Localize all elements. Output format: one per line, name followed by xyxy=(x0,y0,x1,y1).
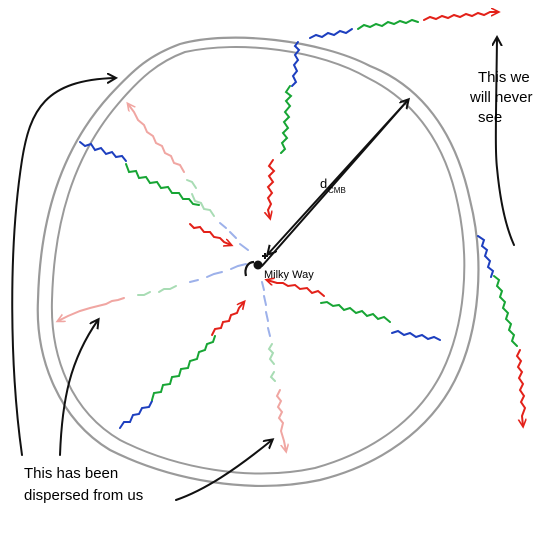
outer-loop-arrow xyxy=(11,78,115,456)
annotation-arrows xyxy=(11,38,515,501)
light-rays xyxy=(58,12,525,451)
dispersed-arrow-lower xyxy=(175,440,272,501)
dcmb-subscript: CMB xyxy=(328,186,346,195)
never-see-label-line1: This we xyxy=(478,69,530,86)
dispersed-label-line1: This has been xyxy=(24,465,118,482)
dcmb-arrow-back xyxy=(268,99,409,254)
never-see-label-line2: will never xyxy=(469,89,533,106)
outer-cmb-circle xyxy=(36,36,480,487)
never-see-arrow xyxy=(496,38,515,246)
dcmb-label: d xyxy=(320,176,327,191)
never-see-label-line3: see xyxy=(478,109,502,126)
dispersed-label-line2: dispersed from us xyxy=(24,487,143,504)
milky-way-marker xyxy=(244,253,268,277)
inner-cmb-circle xyxy=(50,46,466,475)
dispersed-arrow-left xyxy=(59,320,98,456)
milky-way-label: Milky Way xyxy=(264,269,314,281)
